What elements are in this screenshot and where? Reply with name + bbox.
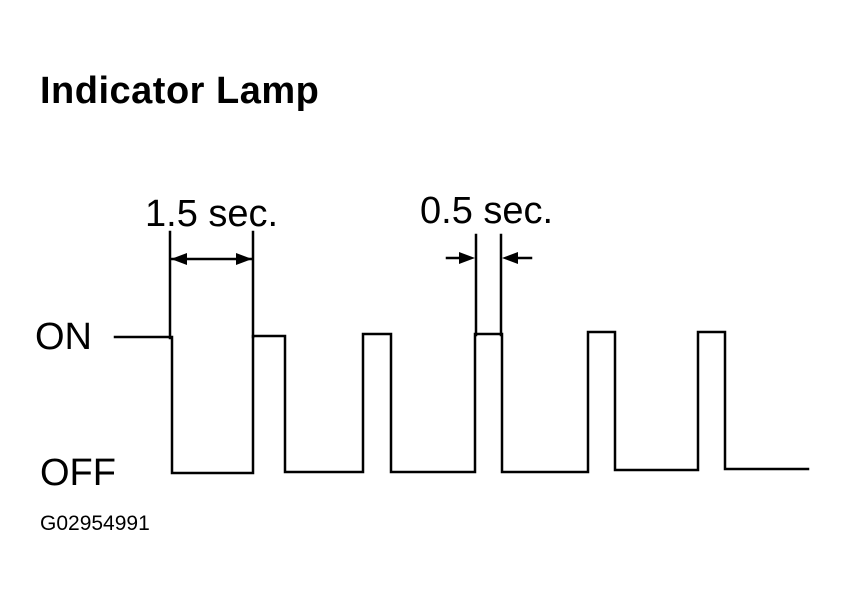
diagram-title: Indicator Lamp (40, 70, 320, 112)
dim-long-arrow-left (171, 253, 187, 265)
figure-id: G02954991 (40, 512, 150, 535)
dim-long-arrow-right (236, 253, 252, 265)
off-level-label: OFF (40, 452, 116, 494)
on-level-label: ON (35, 316, 92, 358)
dim-short-arrow-left (459, 252, 475, 264)
dimension-label-short: 0.5 sec. (420, 190, 554, 232)
dimension-label-long: 1.5 sec. (145, 193, 279, 235)
signal-trace (113, 330, 810, 475)
dim-short-arrow-right (502, 252, 518, 264)
